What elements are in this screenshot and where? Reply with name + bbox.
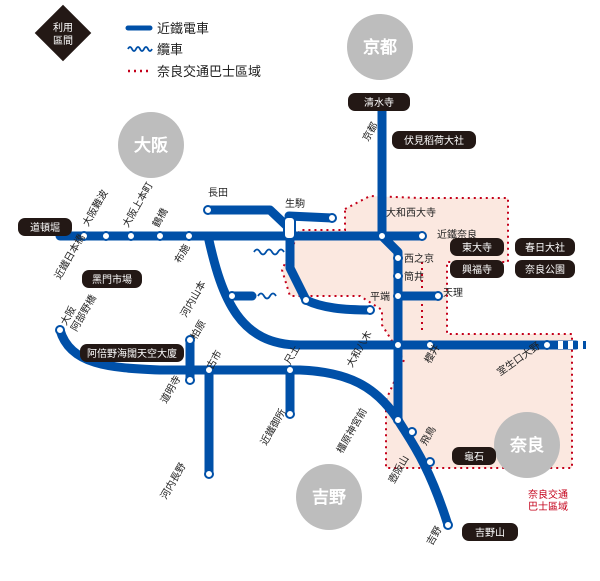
tag-kuromon: 黑門市場 (92, 273, 132, 286)
station-ikoma: 生駒 (285, 197, 305, 210)
tag-kiyomizu: 清水寺 (364, 96, 394, 109)
legend-badge-line2: 區間 (53, 35, 73, 47)
legend-bus: 奈良交通巴士區域 (157, 64, 261, 80)
city-circle-yoshino (296, 464, 362, 530)
bus-area-label: 奈良交通巴士區域 (528, 488, 568, 513)
tag-todaiji: 東大寺 (462, 241, 492, 254)
city-nara: 奈良 (509, 435, 544, 456)
city-circle-osaka (118, 112, 184, 178)
station-yoshino: 吉野 (424, 524, 444, 547)
tag-kofukuji: 興福寺 (462, 263, 492, 276)
tag-yoshinoyama: 吉野山 (475, 527, 505, 539)
station-kintetsu-nara: 近鐵奈良 (437, 228, 477, 241)
legend: 利用 區間 近鐵電車 纜車 奈良交通巴士區域 (34, 4, 261, 80)
legend-kintetsu: 近鐵電車 (157, 21, 209, 37)
station-tsuruhashi: 鶴橋 (149, 206, 170, 230)
city-circle-nara (494, 412, 560, 478)
station-nagata: 長田 (208, 187, 228, 199)
station-osaka-abenobashi: 大阪阿部野橋 (57, 286, 99, 333)
station-kashiharajingumae: 橿原神宮前 (333, 406, 369, 456)
legend-badge (34, 4, 92, 62)
station-kashiwara: 柏原 (187, 318, 208, 342)
line-osaka (203, 231, 581, 350)
legend-cable-swatch (127, 46, 153, 52)
station-osaka-uehonmachi: 大阪上本町 (119, 180, 155, 230)
station-fuse: 布施 (171, 242, 192, 266)
cable-shigisan (257, 292, 277, 300)
tag-fushimi: 伏見稻荷大社 (404, 134, 464, 147)
station-nishinokyo: 西之京 (404, 252, 434, 265)
station-osaka-namba: 大阪難波 (79, 187, 110, 228)
station-ikoma-box (283, 216, 296, 240)
station-tsutsui: 筒井 (404, 270, 424, 283)
station-kintetsu-gose: 近鐵御所 (257, 406, 288, 447)
station-yamato-saidaiji: 大和西大寺 (386, 206, 436, 219)
station-kyoto: 京都 (359, 120, 380, 144)
tag-kameishi: 龜石 (464, 450, 484, 463)
station-tenri: 天理 (443, 287, 463, 299)
city-yoshino: 吉野 (312, 488, 346, 508)
station-dots (55, 100, 552, 530)
station-kawachi-nagano: 河内長野 (157, 460, 188, 501)
attraction-tags: 清水寺 伏見稻荷大社 道頓堀 黑門市場 阿倍野海闊天空大廈 東大寺 春日大社 興… (18, 93, 575, 541)
city-osaka: 大阪 (134, 135, 168, 156)
cable-ikoma (253, 248, 285, 256)
line-minami-osaka (55, 325, 403, 425)
tag-nara-park: 奈良公園 (525, 263, 565, 276)
tag-dotonbori: 道頓堀 (30, 221, 60, 234)
station-hirahata: 平端 (370, 290, 390, 303)
line-ikoma-upper (284, 211, 337, 223)
legend-cable: 纜車 (157, 42, 183, 58)
city-circle-kyoto (347, 14, 413, 80)
tag-kasuga: 春日大社 (525, 241, 565, 254)
legend-badge-line1: 利用 (53, 22, 73, 34)
tag-abeno: 阿倍野海闊天空大廈 (87, 347, 177, 360)
station-domyoji: 道明寺 (157, 373, 183, 405)
station-kawachi-yamamoto: 河内山本 (177, 278, 208, 319)
city-kyoto: 京都 (363, 37, 397, 58)
